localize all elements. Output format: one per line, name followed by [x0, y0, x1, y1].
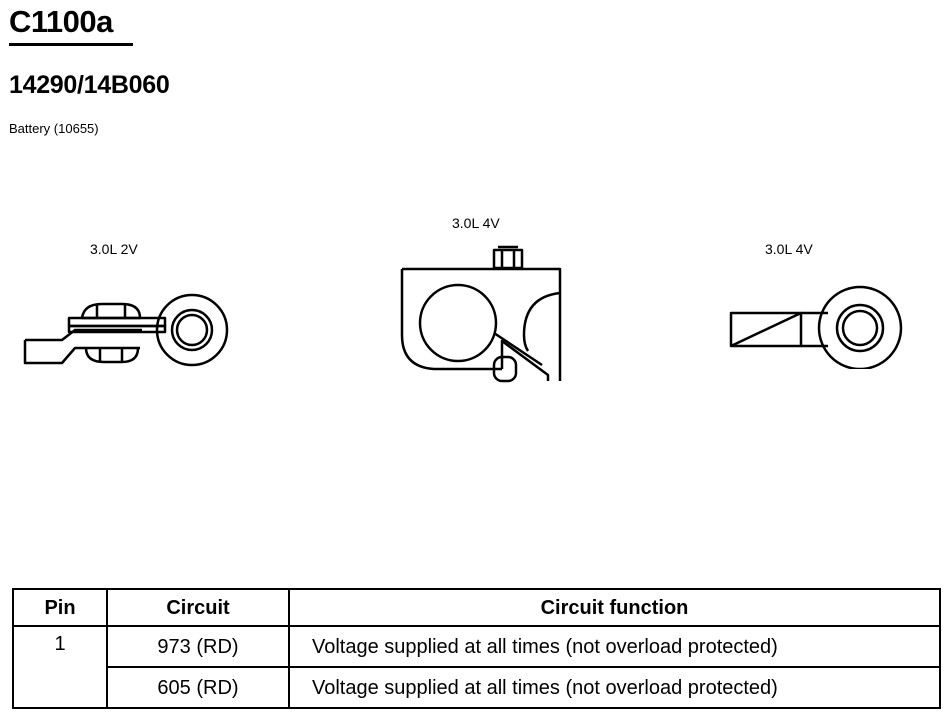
part-number: 14290/14B060 [9, 71, 170, 99]
ring-terminal-with-bolt-icon [23, 293, 229, 367]
connector-id: C1100a [9, 4, 113, 39]
column-header-pin: Pin [12, 588, 108, 627]
variant-label-right: 3.0L 4V [765, 241, 813, 257]
battery-clamp-terminal-icon [400, 245, 562, 383]
table-row: 605 (RD) Voltage supplied at all times (… [13, 666, 941, 709]
circuit-cell: 605 (RD) [106, 666, 290, 709]
circuit-function-cell: Voltage supplied at all times (not overl… [288, 666, 941, 709]
pin-table: Pin Circuit Circuit function 1 973 (RD) … [12, 588, 941, 709]
pin-cell: 1 [12, 625, 108, 709]
table-header-row: Pin Circuit Circuit function [12, 588, 941, 627]
column-header-circuit: Circuit [106, 588, 290, 627]
title-underline [9, 43, 133, 46]
column-header-circuit-function: Circuit function [288, 588, 941, 627]
circuit-cell: 973 (RD) [106, 625, 290, 668]
ring-terminal-icon [729, 285, 903, 369]
variant-label-center: 3.0L 4V [452, 215, 500, 231]
circuit-function-cell: Voltage supplied at all times (not overl… [288, 625, 941, 668]
variant-label-left: 3.0L 2V [90, 241, 138, 257]
table-row: 1 973 (RD) Voltage supplied at all times… [12, 625, 941, 709]
component-name: Battery (10655) [9, 121, 99, 136]
